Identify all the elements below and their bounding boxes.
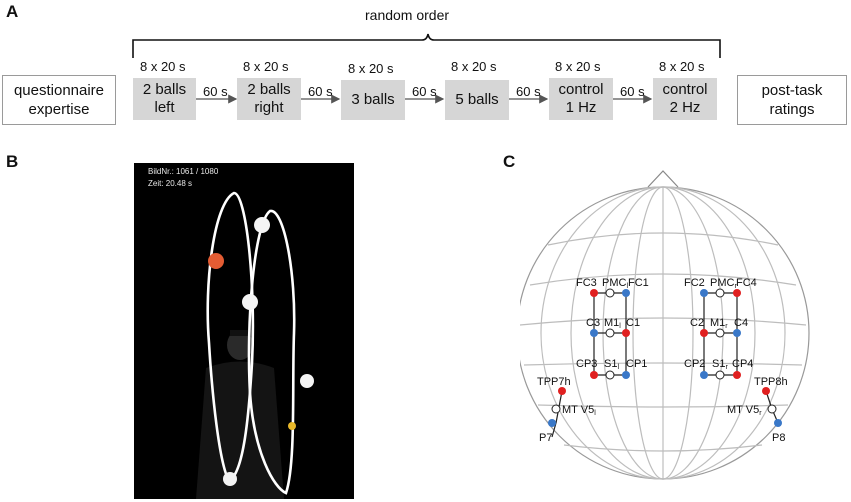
yellow-ball: [288, 422, 296, 430]
head-outline: [520, 186, 810, 480]
duration-label: 8 x 20 s: [555, 59, 601, 74]
label-fc4: FC4: [736, 277, 757, 289]
random-order-brace: [132, 33, 721, 58]
electrode-p7: [548, 419, 556, 427]
pause-label: 60 s: [620, 84, 645, 99]
juggler-head: [227, 330, 253, 360]
condition-box-2-balls-left: 2 balls left: [133, 78, 196, 120]
label-c4: C4: [734, 317, 748, 329]
label-fc2: FC2: [684, 277, 705, 289]
roi-m1-left: [605, 328, 615, 338]
label-fc1: FC1: [628, 277, 649, 289]
label-p8: P8: [772, 432, 785, 444]
frame-number-label: BildNr.: 1061 / 1080: [148, 167, 219, 176]
condition-box-2-balls-right: 2 balls right: [237, 78, 301, 120]
electrode-markers: [548, 288, 782, 427]
label-c1: C1: [626, 317, 640, 329]
roi-pmc-left: [605, 288, 615, 298]
electrode-c2: [700, 329, 708, 337]
duration-label: 8 x 20 s: [243, 59, 289, 74]
white-ball: [242, 294, 258, 310]
orange-ball: [208, 253, 224, 269]
electrode-fc2: [700, 289, 708, 297]
electrode-c3: [590, 329, 598, 337]
roi-pmc-right: [715, 288, 725, 298]
panel-a-letter: A: [6, 2, 19, 21]
label-fc3: FC3: [576, 277, 597, 289]
roi-s1-left: [605, 370, 615, 380]
electrode-links: [551, 292, 779, 438]
questionnaire-box: questionnaire expertise: [2, 75, 116, 125]
electrode-c1: [622, 329, 630, 337]
label-s1-r: S1r: [712, 358, 728, 371]
duration-label: 8 x 20 s: [140, 59, 186, 74]
random-order-label: random order: [365, 7, 450, 23]
label-p7: P7: [539, 432, 552, 444]
condition-box-3-balls: 3 balls: [341, 80, 405, 120]
electrode-fc3: [590, 289, 598, 297]
panel-b-letter: B: [6, 152, 19, 171]
duration-label: 8 x 20 s: [348, 61, 394, 76]
condition-box-control-1hz: control 1 Hz: [549, 78, 613, 120]
duration-label: 8 x 20 s: [659, 59, 705, 74]
label-cp3: CP3: [576, 358, 597, 370]
label-m1-r: M1r: [710, 317, 728, 330]
pause-label: 60 s: [203, 84, 228, 99]
label-mtv5-l: MT V5l: [562, 404, 596, 417]
label-cp4: CP4: [732, 358, 753, 370]
head-grid: [520, 170, 810, 480]
roi-mtv5-right: [767, 404, 777, 414]
label-cp2: CP2: [684, 358, 705, 370]
pause-label: 60 s: [412, 84, 437, 99]
electrode-labels: FC3 PMCl FC1 FC2 PMCr FC4 C3 M1l C1 C2 M…: [537, 277, 788, 444]
duration-label: 8 x 20 s: [451, 59, 497, 74]
roi-mtv5-left: [551, 404, 561, 414]
label-cp1: CP1: [626, 358, 647, 370]
electrode-tpp7h: [558, 387, 566, 395]
electrode-cp1: [622, 371, 630, 379]
time-label: Zeit: 20.48 s: [148, 179, 193, 188]
pause-label: 60 s: [308, 84, 333, 99]
panel-a-lines: [132, 33, 721, 104]
label-pmc-l: PMCl: [602, 277, 628, 290]
roi-s1-right: [715, 370, 725, 380]
label-m1-l: M1l: [604, 317, 621, 330]
white-ball: [223, 472, 237, 486]
post-task-box: post-task ratings: [737, 75, 847, 125]
electrode-c4: [733, 329, 741, 337]
electrode-fc4: [733, 289, 741, 297]
juggler-torso: [196, 361, 284, 499]
electrode-tpp8h: [762, 387, 770, 395]
electrode-cp4: [733, 371, 741, 379]
juggling-photo: BildNr.: 1061 / 1080 Zeit: 20.48 s: [134, 163, 354, 499]
nose-marker: [647, 170, 679, 188]
pause-label: 60 s: [516, 84, 541, 99]
label-c3: C3: [586, 317, 600, 329]
electrode-p8: [774, 419, 782, 427]
label-s1-l: S1l: [604, 358, 619, 371]
label-pmc-r: PMCr: [710, 277, 737, 290]
condition-box-control-2hz: control 2 Hz: [653, 78, 717, 120]
label-mtv5-r: MT V5r: [727, 404, 762, 417]
condition-box-5-balls: 5 balls: [445, 80, 509, 120]
label-c2: C2: [690, 317, 704, 329]
juggling-scene: [196, 191, 314, 499]
electrode-cp3: [590, 371, 598, 379]
eeg-head-map: FC3 PMCl FC1 FC2 PMCr FC4 C3 M1l C1 C2 M…: [520, 170, 810, 480]
label-tpp8h: TPP8h: [754, 376, 788, 388]
electrode-cp2: [700, 371, 708, 379]
panel-c-letter: C: [503, 152, 516, 171]
juggler-cap: [230, 330, 252, 336]
roi-m1-right: [715, 328, 725, 338]
label-tpp7h: TPP7h: [537, 376, 571, 388]
electrode-fc1: [622, 289, 630, 297]
white-ball: [300, 374, 314, 388]
white-ball: [254, 217, 270, 233]
